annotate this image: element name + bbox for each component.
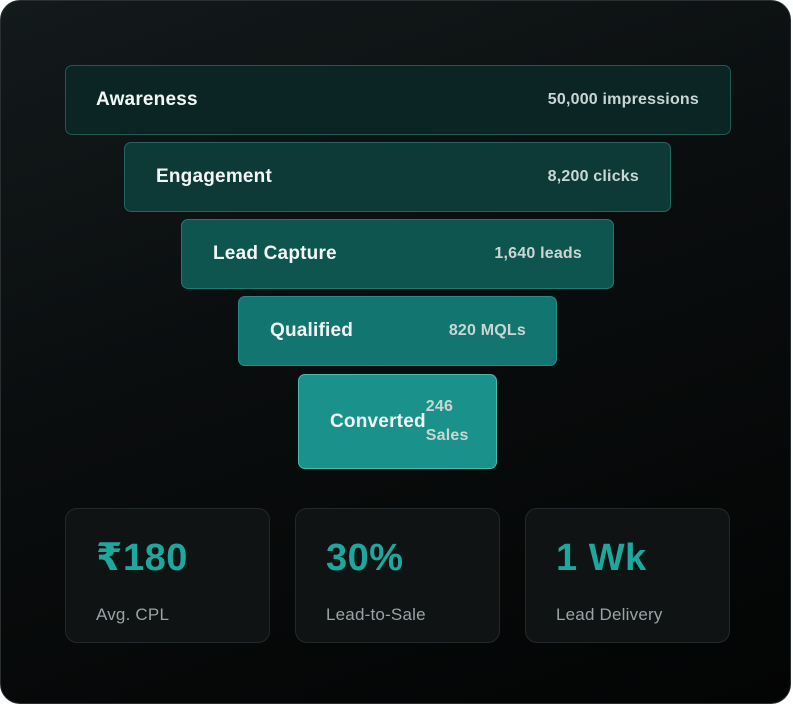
stat-value: ₹180 — [96, 537, 188, 579]
stage-value: 246 Sales — [425, 397, 469, 444]
funnel-stage-lead-capture: Lead Capture 1,640 leads — [181, 219, 614, 289]
stat-label: Avg. CPL — [96, 605, 170, 624]
stat-card-avg-cpl: ₹180 Avg. CPL — [65, 508, 270, 643]
stage-label: Converted — [330, 410, 426, 432]
stat-label: Lead-to-Sale — [326, 605, 426, 624]
stage-label: Qualified — [270, 320, 354, 341]
stage-label: Awareness — [96, 89, 198, 110]
stat-value: 1 Wk — [556, 537, 647, 579]
funnel-stage-engagement: Engagement 8,200 clicks — [124, 142, 671, 212]
stage-label: Engagement — [156, 166, 273, 187]
stage-value: 8,200 clicks — [547, 168, 639, 185]
funnel-stage-awareness: Awareness 50,000 impressions — [65, 65, 731, 135]
stat-card-lead-delivery: 1 Wk Lead Delivery — [525, 508, 730, 643]
stage-value: 820 MQLs — [448, 322, 526, 339]
stage-value: 1,640 leads — [494, 245, 582, 262]
stat-label: Lead Delivery — [556, 605, 663, 624]
stat-card-lead-to-sale: 30% Lead-to-Sale — [295, 508, 500, 643]
funnel-stage-converted: Converted 246 Sales — [298, 374, 497, 469]
stat-value: 30% — [326, 537, 404, 579]
funnel-stage-qualified: Qualified 820 MQLs — [238, 296, 557, 366]
stage-label: Lead Capture — [213, 243, 337, 264]
stage-value: 50,000 impressions — [547, 91, 699, 108]
